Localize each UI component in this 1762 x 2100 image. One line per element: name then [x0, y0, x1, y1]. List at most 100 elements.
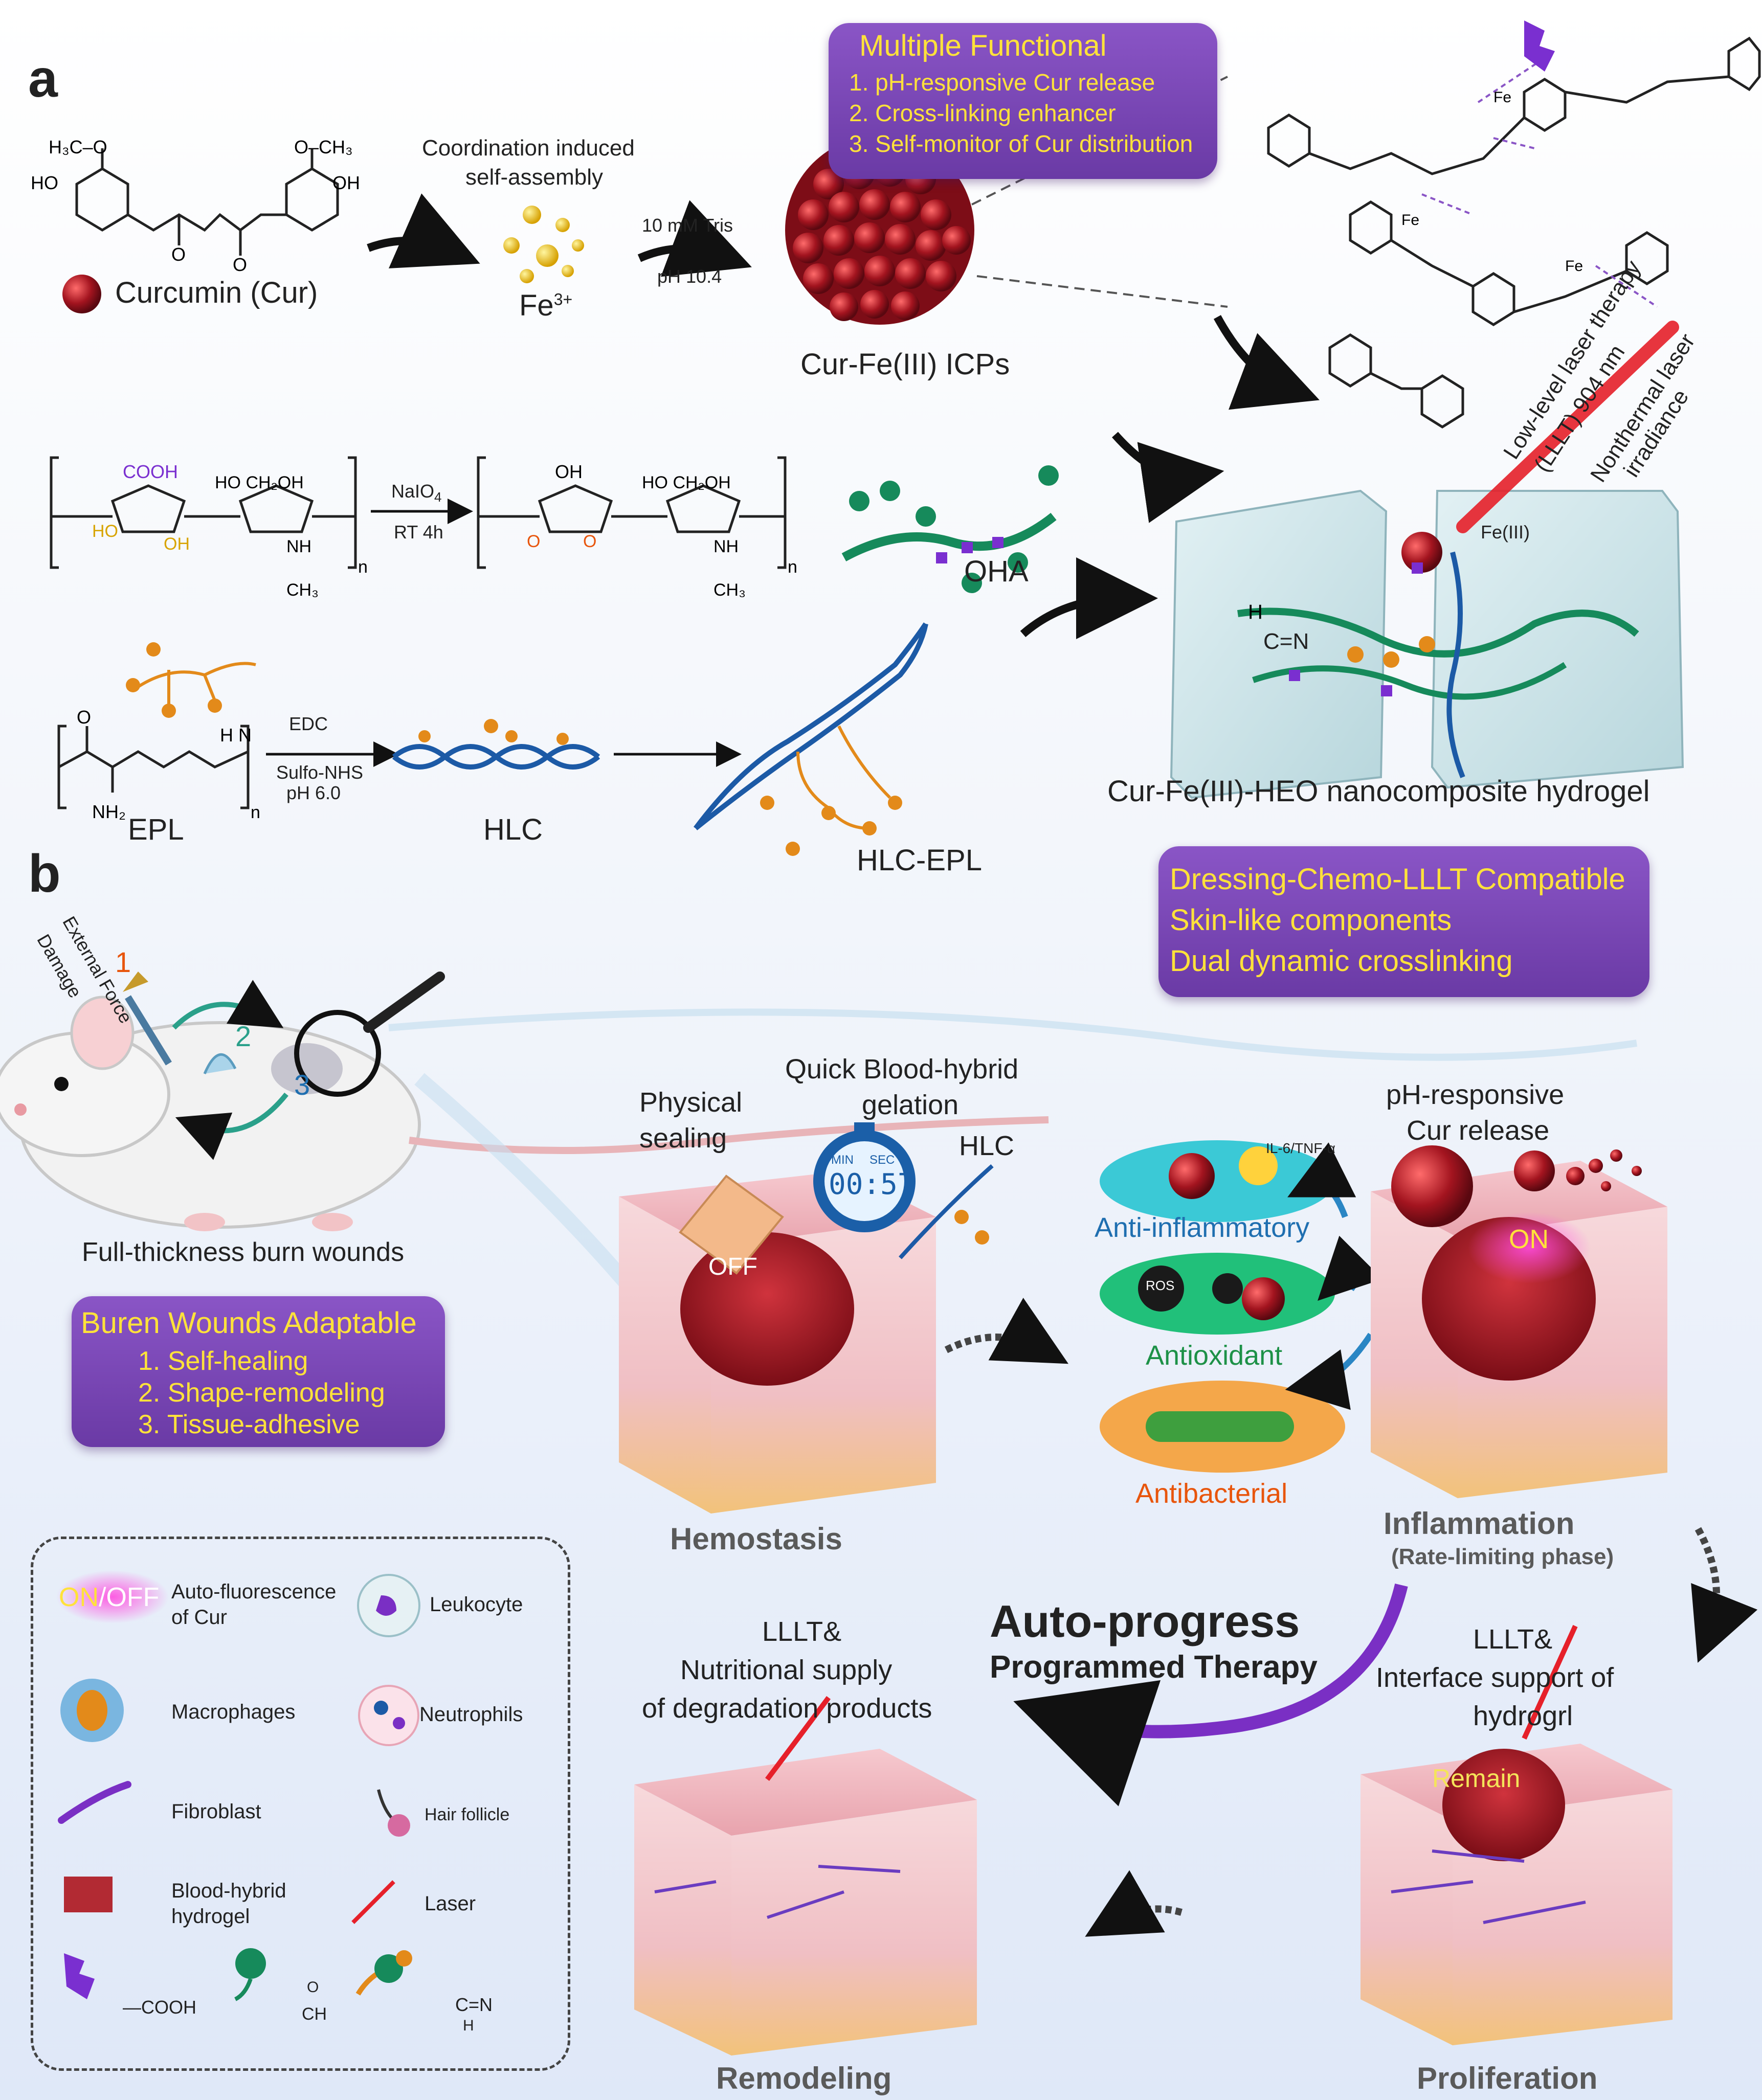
svg-text:OH: OH — [555, 461, 583, 482]
epl-label: EPL — [128, 813, 184, 846]
antioxidant-label: Antioxidant — [1146, 1340, 1283, 1371]
sulfo-label: Sulfo-NHS — [276, 762, 364, 783]
step-1-number: 1 — [115, 946, 131, 978]
svg-text:COOH: COOH — [123, 461, 178, 482]
svg-text:n: n — [358, 557, 368, 577]
legend-icons — [56, 1570, 420, 2001]
legend-laser: Laser — [425, 1892, 476, 1915]
step-2-number: 2 — [235, 1020, 252, 1052]
rate-limiting-label: (Rate-limiting phase) — [1391, 1544, 1614, 1569]
oha-label: OHA — [964, 555, 1029, 588]
curcumin-structure — [75, 148, 339, 256]
oha-chain — [841, 465, 1059, 593]
hlc-label: HLC — [483, 813, 543, 846]
legend-on-off: ON/OFF — [59, 1583, 160, 1612]
svg-text:NH: NH — [286, 537, 311, 556]
legend-macrophages: Macrophages — [171, 1701, 296, 1723]
svg-text:Fe: Fe — [1401, 212, 1419, 229]
svg-text:OH: OH — [332, 172, 360, 193]
ros-label: ROS — [1146, 1278, 1175, 1293]
hlc-epl — [694, 622, 928, 830]
ph-label: pH 10.4 — [657, 266, 722, 287]
cooh-group-icon — [1524, 20, 1555, 72]
svg-text:Fe: Fe — [1493, 89, 1511, 106]
svg-text:NH: NH — [713, 537, 739, 556]
panel-b-letter: b — [28, 844, 61, 904]
svg-text:OH: OH — [164, 534, 190, 554]
legend-box — [31, 1537, 570, 2071]
buren-title: Buren Wounds Adaptable — [81, 1306, 417, 1340]
buren-box: Buren Wounds Adaptable 1. Self-healing 2… — [72, 1296, 445, 1447]
multiple-functional-item: 2. Cross-linking enhancer — [849, 100, 1116, 126]
proliferation-note-1: LLLT& — [1473, 1624, 1553, 1655]
skin-block-hemostasis — [619, 1122, 994, 1514]
burn-wounds-label: Full-thickness burn wounds — [82, 1237, 405, 1267]
buren-item: 2. Shape-remodeling — [138, 1378, 385, 1408]
hlc-b-label: HLC — [959, 1131, 1015, 1161]
legend-neutrophils: Neutrophils — [419, 1703, 523, 1726]
skin-block-inflammation — [1371, 1145, 1667, 1498]
edc-label: EDC — [289, 713, 328, 734]
legend-aldehyde-o: O — [307, 1979, 319, 1996]
multiple-functional-box: Multiple Functional 1. pH-responsive Cur… — [829, 23, 1217, 179]
svg-text:H₃C–O: H₃C–O — [49, 137, 107, 157]
quick-gelation-label-1: Quick Blood-hybrid — [785, 1054, 1019, 1085]
legend-schiff-h: H — [463, 2017, 474, 2034]
svg-text:n: n — [251, 803, 260, 822]
legend-fibroblast: Fibroblast — [171, 1800, 261, 1823]
skin-block-remodeling — [634, 1696, 977, 2056]
svg-text:CH₃: CH₃ — [286, 580, 319, 600]
hlc-helix — [392, 744, 600, 770]
hydrogel-blocks: H — [1170, 489, 1684, 799]
ph-release-label-1: pH-responsive — [1386, 1079, 1565, 1110]
fe-particles — [503, 206, 584, 283]
svg-text:O: O — [527, 532, 540, 551]
proliferation-note-2: Interface support of — [1376, 1662, 1614, 1693]
ph6-label: pH 6.0 — [286, 782, 341, 803]
svg-text:O: O — [77, 707, 91, 728]
legend-blood-1: Blood-hybrid — [171, 1880, 286, 1902]
coordination-structure — [1267, 36, 1761, 428]
legend-leukocyte: Leukocyte — [430, 1593, 523, 1616]
legend-cooh: —COOH — [123, 1997, 196, 2018]
auto-progress-subtitle: Programmed Therapy — [990, 1650, 1318, 1685]
rt-label: RT 4h — [394, 522, 443, 543]
timer-min: MIN — [831, 1153, 854, 1167]
curcumin-label: Curcumin (Cur) — [115, 276, 318, 309]
timer-display: 00:57 — [829, 1168, 915, 1201]
svg-text:HO: HO — [92, 522, 118, 541]
svg-text:NH₂: NH₂ — [92, 801, 126, 822]
legend-blood-2: hydrogel — [171, 1905, 250, 1928]
svg-text:HO CH₂OH: HO CH₂OH — [642, 473, 731, 492]
il6-label: IL-6/TNF-α — [1266, 1140, 1335, 1156]
icp-cluster — [785, 136, 974, 325]
svg-text:Fe: Fe — [1565, 258, 1583, 275]
auto-progress-title: Auto-progress — [990, 1596, 1300, 1646]
inflammation-label: Inflammation — [1384, 1506, 1575, 1541]
naio4-label: NaIO4 — [391, 481, 442, 505]
dressing-item: Dual dynamic crosslinking — [1170, 944, 1513, 978]
multiple-functional-item: 1. pH-responsive Cur release — [849, 69, 1155, 96]
skin-block-proliferation — [1360, 1624, 1672, 2045]
svg-text:n: n — [788, 557, 797, 577]
hemostasis-label: Hemostasis — [670, 1522, 842, 1556]
buren-item: 1. Self-healing — [138, 1346, 308, 1376]
legend-autofluor-2: of Cur — [171, 1606, 227, 1629]
remodeling-note-2: Nutritional supply — [680, 1655, 893, 1685]
remodeling-note-3: of degradation products — [642, 1693, 932, 1724]
anti-inflammatory-label: Anti-inflammatory — [1095, 1212, 1310, 1243]
dressing-box: Dressing-Chemo-LLLT Compatible Skin-like… — [1158, 846, 1649, 997]
legend-hair-follicle: Hair follicle — [425, 1805, 510, 1824]
svg-text:O: O — [583, 532, 596, 551]
icps-label: Cur-Fe(III) ICPs — [800, 348, 1010, 381]
step-3-number: 3 — [294, 1069, 310, 1101]
ha-structure — [50, 456, 787, 569]
svg-text:CH₃: CH₃ — [713, 580, 746, 600]
hydrogel-label: Cur-Fe(III)-HEO nanocomposite hydrogel — [1107, 775, 1650, 808]
dressing-item: Dressing-Chemo-LLLT Compatible — [1170, 863, 1625, 896]
remodeling-note-1: LLLT& — [762, 1616, 842, 1647]
quick-gelation-label-2: gelation — [862, 1090, 959, 1120]
coordination-label-2: self-assembly — [465, 165, 603, 190]
hlc-epl-label: HLC-EPL — [857, 844, 982, 877]
